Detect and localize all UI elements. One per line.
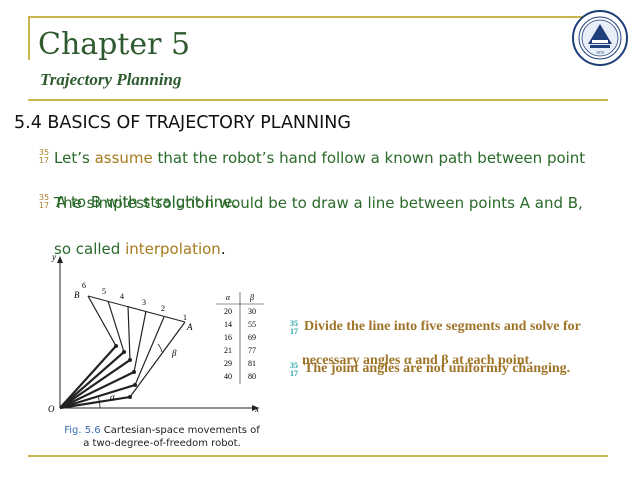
point-number: 6 [82, 281, 86, 290]
caption-text: Cartesian-space movements of a two-degre… [83, 425, 260, 449]
top-rule [28, 16, 588, 18]
bullet-assume-continuation: A to B with straight line. [56, 193, 238, 211]
section-title: 5.4 BASICS OF TRAJECTORY PLANNING [14, 113, 351, 133]
left-rule [28, 16, 30, 60]
table-cell: 30 [248, 307, 256, 316]
x-axis-label: x [254, 404, 259, 414]
highlight-interpolation: interpolation [125, 240, 221, 258]
caption-label: Fig. 5.6 [64, 425, 101, 436]
table-cell: 55 [248, 320, 256, 329]
robot-arm-figure: y x O α β B A 6 5 4 3 2 1 α [48, 252, 264, 414]
table-cell: 81 [248, 359, 256, 368]
bottom-rule [28, 455, 608, 457]
beta-label: β [171, 348, 177, 358]
header-divider [28, 99, 608, 101]
table-cell: 14 [224, 320, 232, 329]
path-line [87, 295, 186, 323]
point-number: 5 [102, 287, 106, 296]
table-cell: 29 [224, 359, 232, 368]
table-cell: 16 [224, 333, 232, 342]
bullet-interpolation: so called interpolation. [54, 240, 226, 258]
figure-caption: Fig. 5.6 Cartesian-space movements of a … [64, 424, 260, 450]
table-cell: 80 [248, 372, 256, 381]
point-number: 4 [120, 292, 124, 301]
chapter-title: Chapter 5 [38, 27, 191, 62]
point-number: 1 [183, 313, 187, 322]
y-axis-label: y [51, 252, 56, 262]
university-logo: 1970 [572, 10, 628, 66]
point-a-label: A [186, 322, 193, 332]
table-cell: 21 [224, 346, 232, 355]
table-cell: 20 [224, 307, 232, 316]
svg-text:1970: 1970 [596, 50, 604, 55]
chapter-subtitle: Trajectory Planning [40, 70, 182, 89]
origin-label: O [48, 404, 55, 414]
right-bullet-divide-continuation: necessary angles α and β at each point. [302, 353, 533, 368]
highlight-assume: assume [94, 149, 153, 167]
table-cell: 69 [248, 333, 256, 342]
table-header: β [249, 293, 254, 302]
angle-table: α β 20 30 14 55 16 69 21 77 29 81 40 80 [216, 292, 264, 384]
table-cell: 77 [248, 346, 256, 355]
alpha-label: α [110, 392, 115, 402]
point-b-label: B [74, 290, 80, 300]
table-cell: 40 [224, 372, 232, 381]
point-number: 3 [142, 298, 146, 307]
point-number: 2 [161, 304, 165, 313]
table-header: α [226, 293, 231, 302]
